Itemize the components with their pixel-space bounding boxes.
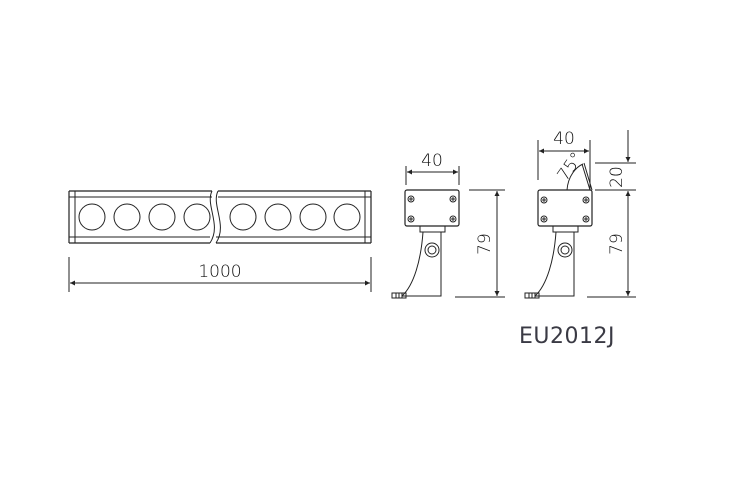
width-dimension-label: 40 [553,129,575,149]
housing [537,189,593,227]
length-dimension-label: 1000 [198,262,241,282]
pivot-icon [424,242,440,258]
pivot-icon [557,242,573,258]
housing [404,189,460,227]
led-icon [333,203,361,231]
led-icon [264,203,292,231]
tilt-angle-label: 75° [554,149,588,185]
screw-icons [407,195,457,223]
side-view-tilted: 40 75° 20 79 [524,129,636,299]
height-dimension-label: 79 [475,233,495,255]
led-icon [183,203,211,231]
led-array [78,203,361,231]
led-icon [78,203,106,231]
tilt-height-dimension-label: 20 [607,166,627,188]
width-dimension-label: 40 [421,151,443,171]
height-dimension-label: 79 [607,233,627,255]
model-number: EU2012J [519,324,615,349]
break-line-left [209,190,215,244]
led-icon [299,203,327,231]
side-view-fixed: 40 79 [391,151,505,299]
led-icon [113,203,141,231]
screw-icons [540,196,590,223]
break-line-right [215,190,221,244]
front-view-led-bar: 1000 [68,190,372,292]
led-icon [148,203,176,231]
led-icon [229,203,257,231]
